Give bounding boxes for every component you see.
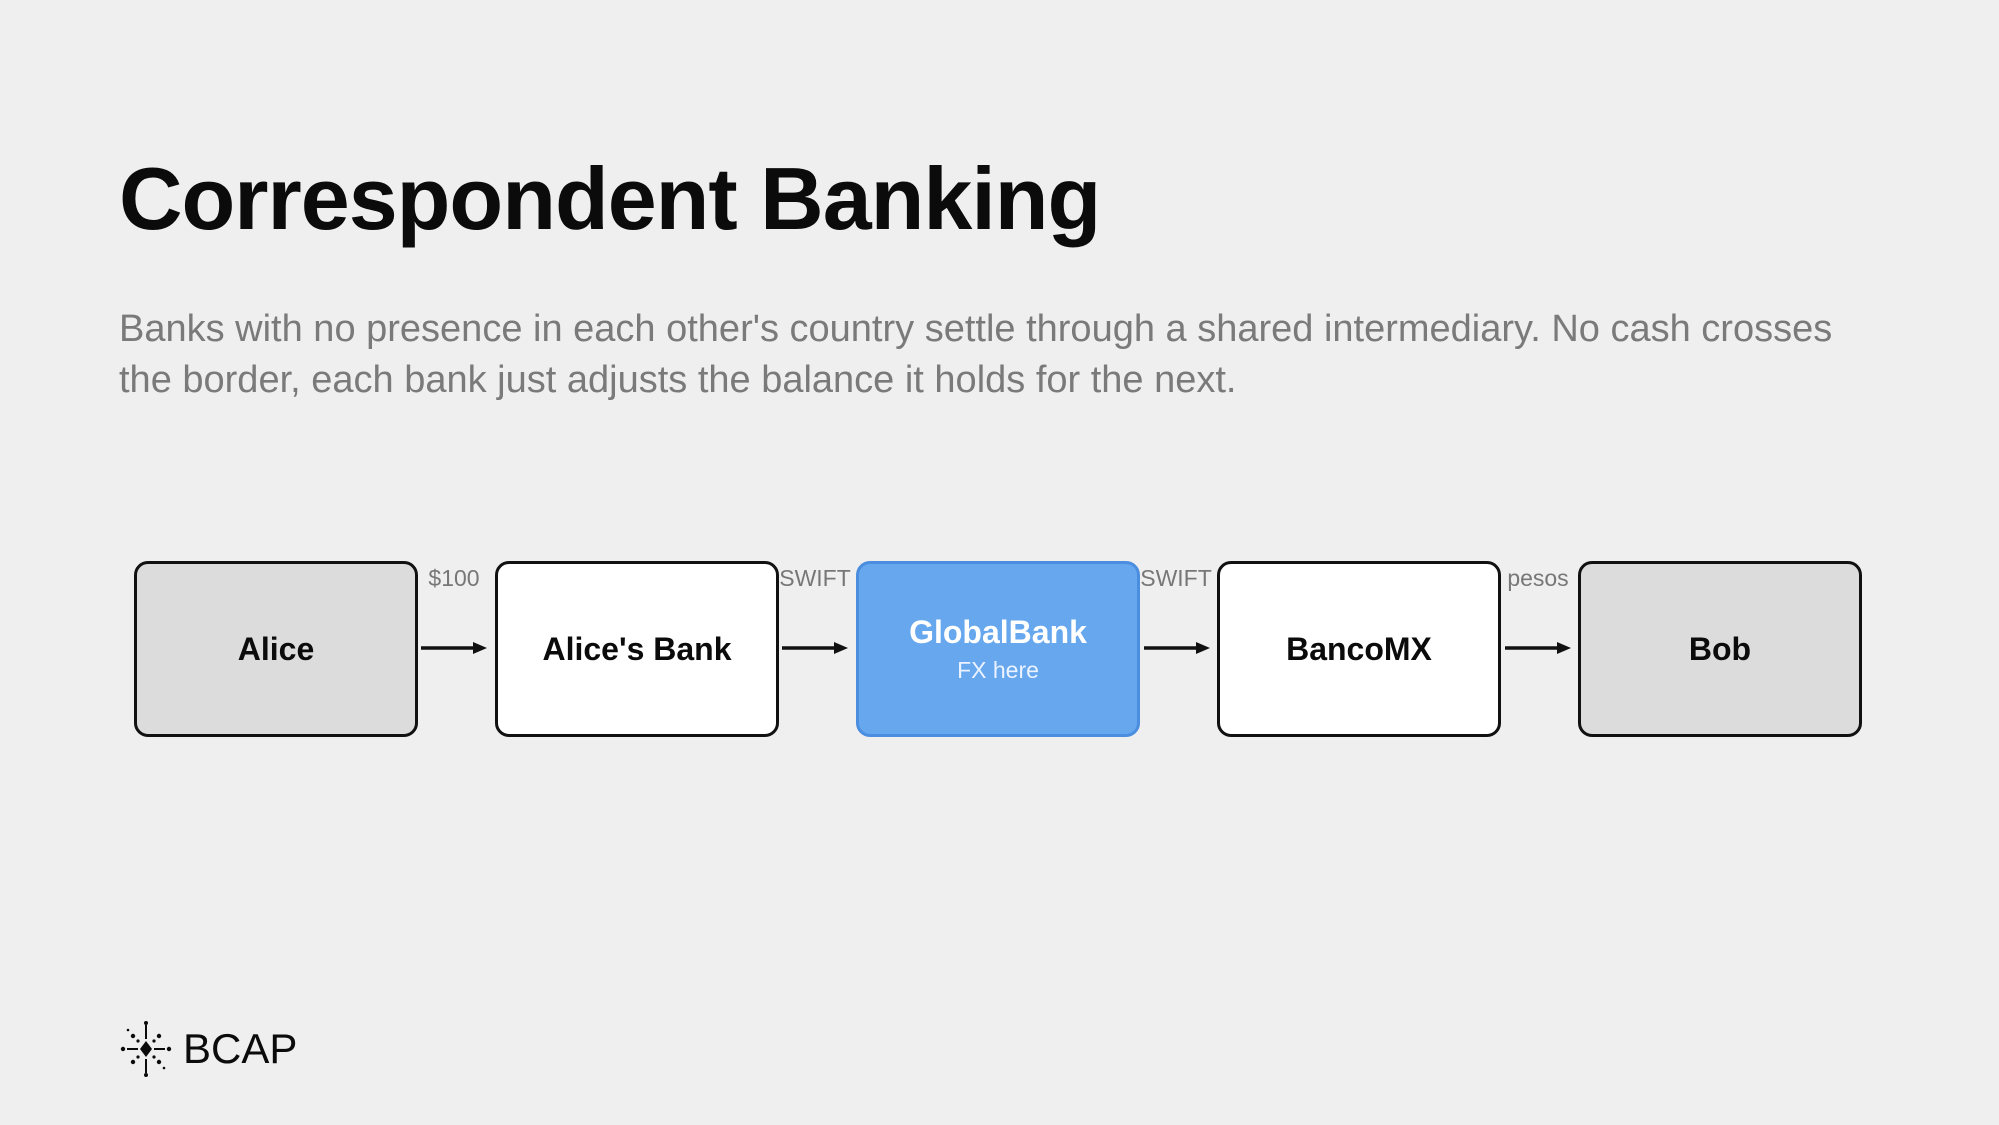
edge-label-amount: $100	[428, 565, 480, 591]
slide-subtitle: Banks with no presence in each other's c…	[119, 308, 1833, 401]
edge-label-swift-2: SWIFT	[1140, 565, 1212, 591]
brand-logo: BCAP	[119, 1020, 297, 1078]
slide-title: Correspondent Banking	[119, 149, 1101, 248]
node-globalbank: GlobalBank FX here	[856, 561, 1140, 737]
brand-name: BCAP	[183, 1025, 298, 1072]
node-label: BancoMX	[1286, 630, 1432, 667]
edge-label-pesos: pesos	[1507, 565, 1569, 591]
arrow-right-icon	[421, 642, 487, 654]
node-bob: Bob	[1578, 561, 1862, 737]
arrow-right-icon	[1144, 642, 1210, 654]
node-alices-bank: Alice's Bank	[495, 561, 779, 737]
node-alice: Alice	[134, 561, 418, 737]
arrow-right-icon	[1505, 642, 1571, 654]
starburst-logo-icon	[120, 1021, 172, 1077]
node-sublabel: FX here	[957, 657, 1039, 683]
arrow-right-icon	[782, 642, 848, 654]
node-label: Alice's Bank	[542, 630, 732, 667]
node-label: Alice	[237, 630, 315, 667]
edge-label-swift-1: SWIFT	[779, 565, 851, 591]
node-label: GlobalBank	[909, 614, 1087, 650]
node-bancomx: BancoMX	[1217, 561, 1501, 737]
node-label: Bob	[1688, 630, 1752, 667]
